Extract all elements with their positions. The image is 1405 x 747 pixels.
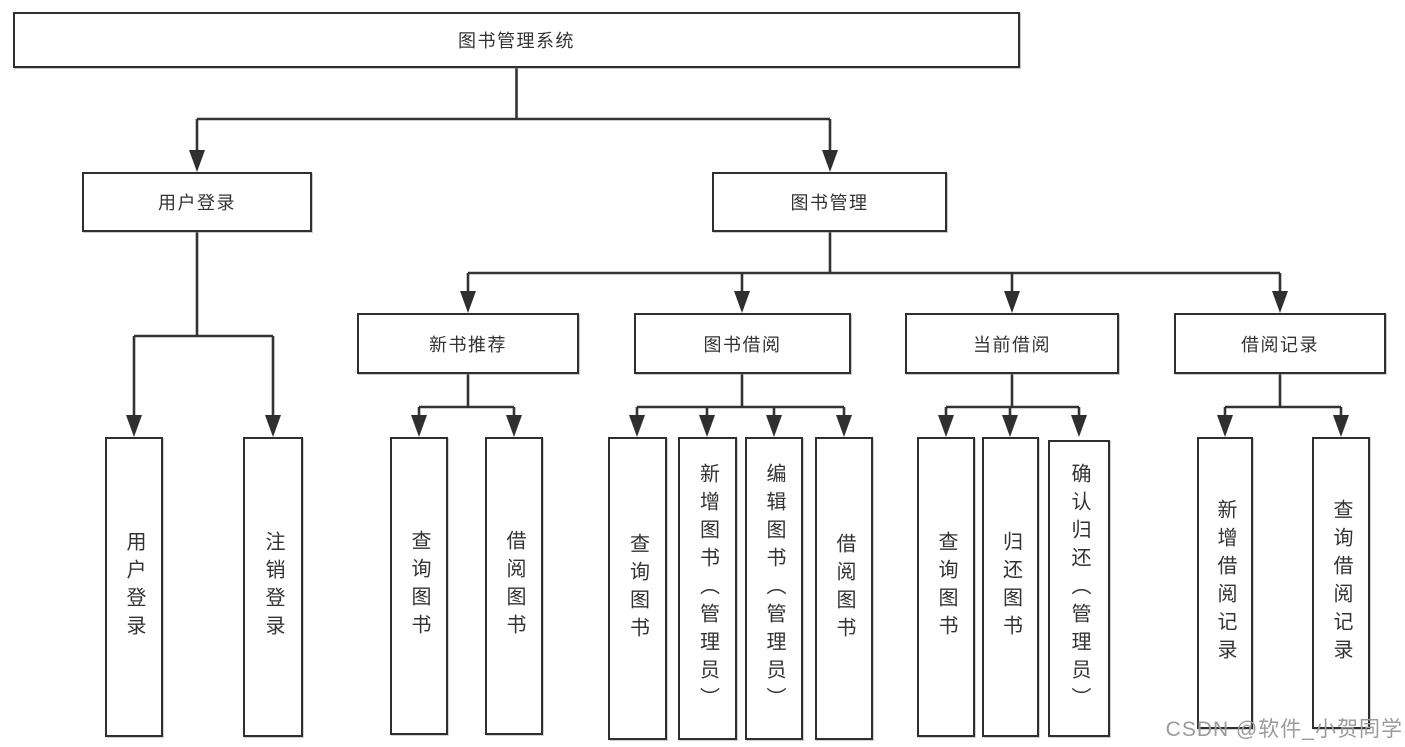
node-user-login: 用户登录: [82, 172, 312, 232]
node-current-borrowing: 当前借阅: [905, 313, 1119, 374]
leaf-records-add-record: 新增借阅记录: [1197, 437, 1253, 729]
node-book-management: 图书管理: [712, 172, 947, 232]
leaf-label: 查询图书: [626, 532, 649, 645]
leaf-label: 用户登录: [123, 531, 145, 643]
node-label: 图书管理系统: [458, 31, 575, 51]
leaf-label: 借阅图书: [503, 530, 525, 642]
node-new-book-recommendation: 新书推荐: [357, 313, 579, 374]
csdn-watermark: CSDN @软件_小贺同学: [1165, 718, 1403, 741]
node-label: 当前借阅: [973, 334, 1051, 355]
leaf-newbook-borrow-book: 借阅图书: [485, 437, 543, 735]
leaf-records-query-record: 查询借阅记录: [1312, 437, 1370, 729]
leaf-user-login: 用户登录: [105, 437, 163, 737]
node-label: 用户登录: [158, 193, 236, 213]
node-label: 新书推荐: [429, 334, 507, 355]
leaf-label: 归还图书: [999, 531, 1022, 643]
leaf-current-query-book: 查询图书: [917, 437, 975, 737]
connector-path: [132, 68, 1343, 421]
leaf-label: 新增图书（管理员）: [696, 462, 719, 715]
leaf-current-confirm-return-admin: 确认归还（管理员）: [1048, 440, 1110, 737]
leaf-label: 编辑图书（管理员）: [763, 462, 785, 715]
leaf-newbook-query-book: 查询图书: [390, 437, 448, 735]
leaf-label: 查询图书: [408, 530, 430, 642]
node-book-borrowing: 图书借阅: [634, 313, 851, 374]
leaf-logout: 注销登录: [243, 437, 303, 737]
leaf-current-return-book: 归还图书: [982, 437, 1039, 737]
node-label: 借阅记录: [1241, 334, 1319, 355]
leaf-borrow-add-book-admin: 新增图书（管理员）: [678, 437, 737, 740]
node-library-system: 图书管理系统: [13, 12, 1020, 68]
leaf-label: 查询借阅记录: [1330, 499, 1352, 667]
leaf-label: 借阅图书: [833, 532, 855, 645]
node-label: 图书管理: [790, 193, 869, 213]
arrow-heads: [126, 150, 1349, 437]
leaf-label: 新增借阅记录: [1214, 499, 1236, 667]
leaf-borrow-borrow-book: 借阅图书: [815, 437, 873, 740]
leaf-label: 注销登录: [262, 531, 284, 643]
node-borrowing-records: 借阅记录: [1174, 313, 1386, 374]
leaf-label: 查询图书: [935, 531, 957, 643]
leaf-label: 确认归还（管理员）: [1068, 462, 1090, 715]
leaf-borrow-edit-book-admin: 编辑图书（管理员）: [745, 437, 803, 740]
leaf-borrow-query-book: 查询图书: [608, 437, 667, 740]
node-label: 图书借阅: [703, 334, 782, 355]
